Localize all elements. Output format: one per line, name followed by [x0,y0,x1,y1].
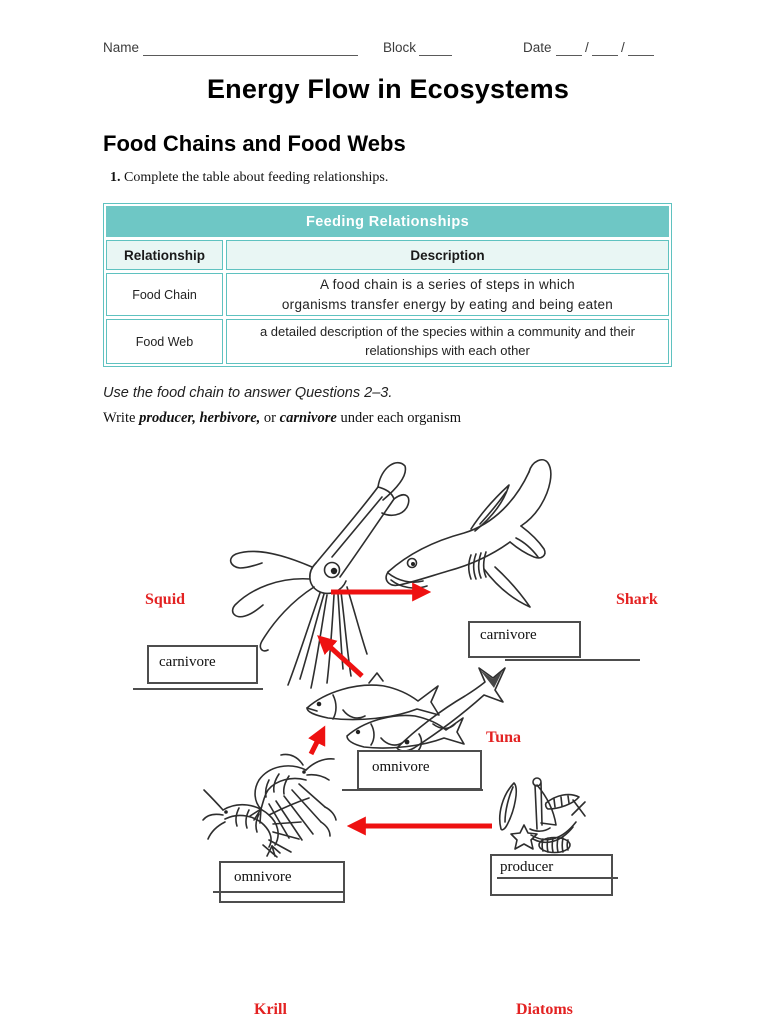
write-bold-carnivore: carnivore [279,410,337,426]
arrow-tuna-to-squid [317,635,364,678]
question-1: 1. Complete the table about feeding rela… [110,170,388,186]
table-row: Food Web a detailed description of the s… [106,319,669,364]
krill-illustration [202,753,337,858]
description-line: relationships with each other [365,342,530,358]
arrow-krill-to-tuna [308,725,326,756]
name-fill-line[interactable] [143,55,358,56]
date-fill-line-1[interactable] [556,55,582,56]
description-line: a detailed description of the species wi… [259,323,636,339]
answer-box-shark[interactable]: carnivore [468,621,581,658]
question-1-text: Complete the table about feeding relatio… [120,170,389,185]
table-row: Food Chain A food chain is a series of s… [106,273,669,316]
answer-line-diatoms [497,877,618,879]
table-header-row: Relationship Description [106,240,669,270]
answer-box-diatoms[interactable]: producer [490,854,613,896]
table-caption: Feeding Relationships [106,206,669,237]
answer-line-shark [505,659,640,661]
cell-food-web: Food Web [106,319,223,364]
answer-text-diatoms: producer [500,859,554,875]
date-label: Date [523,40,552,55]
food-chain-arrows [308,582,492,836]
name-label: Name [103,40,140,55]
write-suffix: under each organism [336,410,461,426]
answer-text-krill: omnivore [234,869,292,885]
date-fill-line-3[interactable] [628,55,654,56]
answer-text-tuna: omnivore [372,759,430,775]
organism-label-tuna: Tuna [486,729,521,746]
cell-food-chain-description[interactable]: A food chain is a series of steps in whi… [226,273,669,316]
answer-line-squid [133,688,263,690]
diatoms-illustration [498,777,586,854]
answer-text-squid: carnivore [159,654,216,670]
use-food-chain-instruction: Use the food chain to answer Questions 2… [103,385,393,401]
shark-illustration [385,459,552,608]
answer-box-tuna[interactable]: omnivore [357,750,482,790]
squid-illustration [229,461,410,689]
date-slash-1: / [585,40,589,55]
write-prefix: Write [103,410,140,426]
date-fill-line-2[interactable] [592,55,618,56]
answer-box-squid[interactable]: carnivore [147,645,258,684]
answer-text-shark: carnivore [480,627,537,643]
organism-label-diatoms: Diatoms [516,1001,573,1018]
section-heading: Food Chains and Food Webs [103,131,406,156]
organism-label-squid: Squid [145,591,186,608]
description-line: A food chain is a series of steps in whi… [320,276,575,292]
question-1-number: 1. [110,170,121,185]
col-header-relationship: Relationship [106,240,223,270]
cell-food-web-description[interactable]: a detailed description of the species wi… [226,319,669,364]
answer-box-krill[interactable]: omnivore [219,861,345,903]
description-line: organisms transfer energy by eating and … [281,296,614,312]
col-header-description: Description [226,240,669,270]
block-fill-line[interactable] [419,55,452,56]
date-slash-2: / [621,40,625,55]
block-label: Block [383,40,417,55]
organism-label-krill: Krill [254,1001,287,1018]
write-instruction: Write producer, herbivore, or carnivore … [103,410,461,427]
answer-line-tuna [342,789,483,791]
write-mid: or [260,410,280,426]
answer-line-krill [213,891,343,893]
feeding-relationships-table: Feeding Relationships Relationship Descr… [103,203,672,367]
tuna-illustration [306,667,506,753]
page-title: Energy Flow in Ecosystems [206,74,570,104]
cell-food-chain: Food Chain [106,273,223,316]
write-bold-terms: producer, herbivore, [139,410,261,426]
organism-label-shark: Shark [616,591,658,608]
